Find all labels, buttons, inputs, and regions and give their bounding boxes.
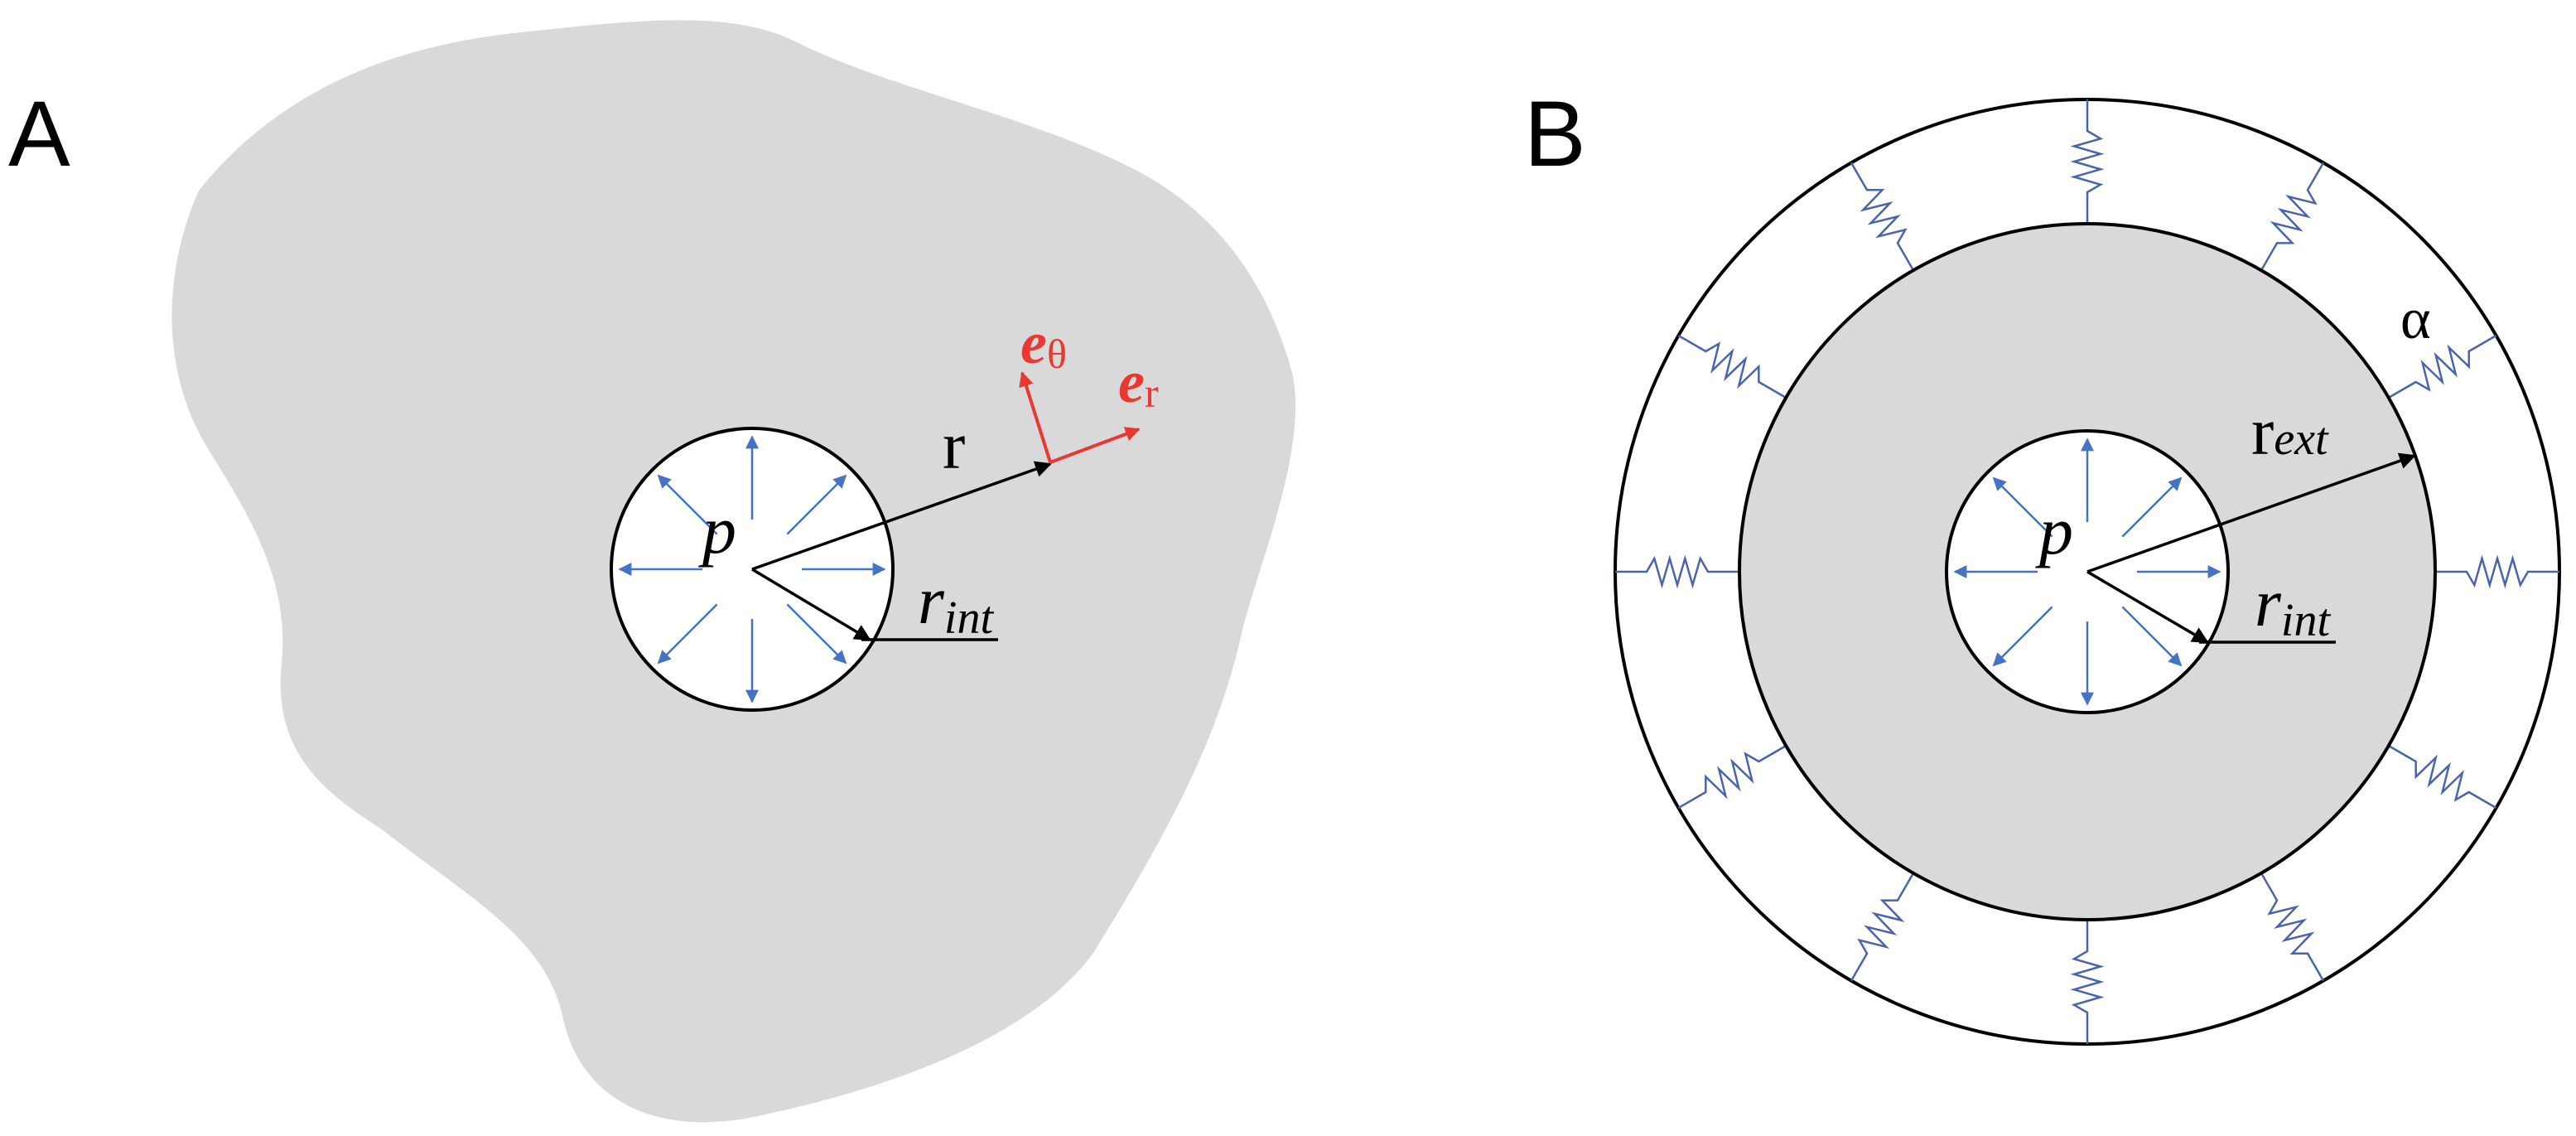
basis-r-label: er [1118, 349, 1159, 416]
pressure-label-b: p [2035, 493, 2073, 568]
spring [2388, 744, 2497, 810]
inner-radius-arrow-b [2086, 570, 2209, 644]
spring-constant-label: α [2400, 288, 2431, 351]
pressure-arrow [657, 603, 718, 665]
basis-theta-sub: θ [1047, 331, 1067, 377]
panel-a: A p r rint eθ er [8, 20, 1296, 1123]
outer-radius-label: rext [2251, 394, 2329, 469]
pressure-arrow [786, 474, 847, 535]
panel-b-label: B [1524, 82, 1586, 186]
spring [2070, 99, 2105, 224]
outer-radius-sub: ext [2274, 413, 2329, 465]
panel-a-label: A [8, 82, 70, 186]
inner-radius-base: r [918, 563, 945, 638]
spring [1850, 873, 1915, 982]
pressure-arrow [657, 474, 718, 535]
pressure-label: p [698, 492, 736, 568]
pressure-arrow [1992, 606, 2053, 667]
spring [2435, 554, 2559, 589]
inner-radius-label-b: rint [2255, 565, 2331, 646]
radius-r-arrow [751, 461, 1052, 571]
inner-radius-base-b: r [2255, 565, 2282, 641]
pressure-arrow [2121, 606, 2183, 667]
basis-r-base: e [1118, 349, 1145, 415]
inner-radius-arrow [751, 568, 871, 641]
spring [1615, 554, 1739, 589]
spring [1677, 744, 1787, 810]
springs [1615, 99, 2559, 1044]
spring [1677, 334, 1787, 399]
pressure-arrow [1992, 476, 2053, 538]
pressure-arrow [786, 603, 847, 665]
outer-radius-base: r [2251, 394, 2274, 469]
pressure-arrows [618, 435, 886, 703]
spring [1850, 162, 1915, 271]
basis-r-sub: r [1145, 370, 1159, 416]
basis-theta-arrow [1019, 371, 1052, 463]
radius-label: r [943, 408, 965, 483]
basis-theta-label: eθ [1020, 310, 1067, 377]
spring [2388, 334, 2497, 399]
inner-radius-sub-b: int [2281, 595, 2332, 646]
inner-radius-sub: int [944, 592, 995, 644]
pressure-arrows-b [1953, 437, 2221, 706]
outer-radius-arrow [2086, 452, 2416, 573]
pressure-arrow [2121, 476, 2183, 538]
spring [2070, 920, 2105, 1044]
spring [2260, 162, 2325, 271]
inner-radius-label: rint [918, 563, 994, 644]
panel-b: B p rint rext α [1524, 82, 2561, 1046]
basis-theta-base: e [1020, 310, 1047, 376]
basis-r-arrow [1049, 427, 1141, 464]
spring [2260, 873, 2325, 982]
